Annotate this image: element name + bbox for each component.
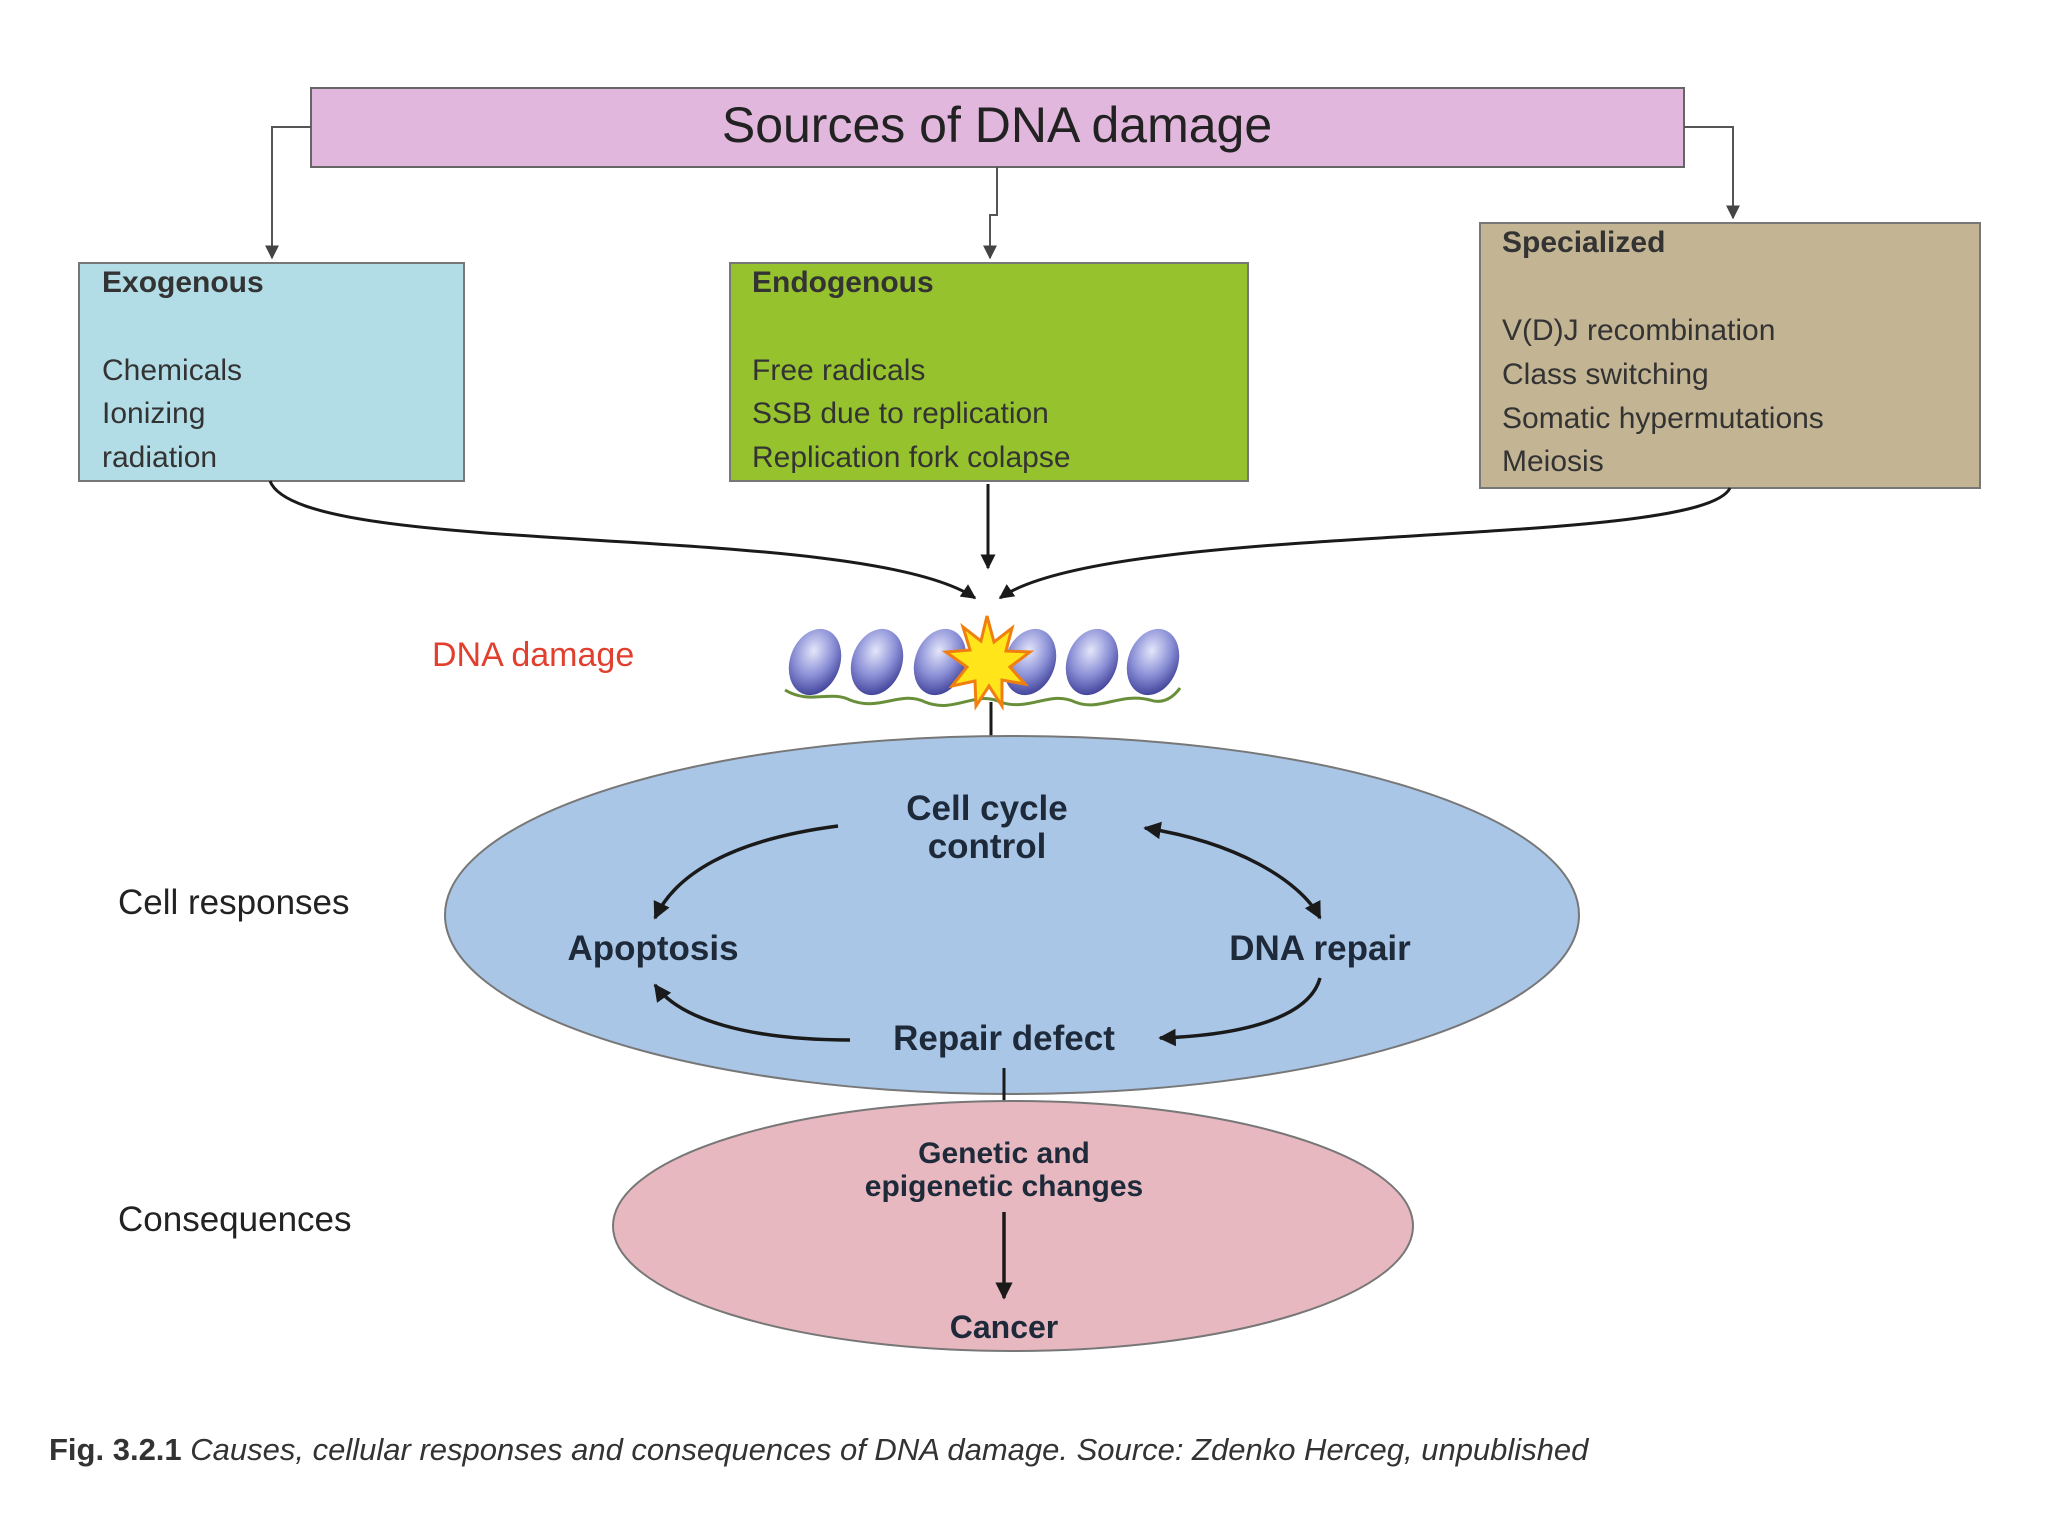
source-box-exogenous: Exogenous Chemicals Ionizing radiation [78, 262, 465, 482]
title-text: Sources of DNA damage [722, 97, 1272, 153]
specialized-line-4: Meiosis [1502, 445, 1604, 478]
title-box [310, 87, 1685, 168]
figure-caption-text: Causes, cellular responses and consequen… [190, 1432, 1589, 1467]
specialized-line-3: Somatic hypermutations [1502, 402, 1824, 435]
specialized-heading: Specialized [1502, 226, 1665, 259]
endogenous-line-3: Replication fork colapse [752, 441, 1071, 474]
figure-caption: Fig. 3.2.1 Causes, cellular responses an… [49, 1432, 1588, 1468]
cell-cycle-control-line-1: Cell cycle [906, 789, 1068, 828]
title-connectors [265, 126, 1740, 260]
damage-burst-icon [941, 615, 1035, 712]
endogenous-line-1: Free radicals [752, 354, 925, 387]
cancer-label: Cancer [950, 1309, 1059, 1345]
changes-line-1: Genetic and [918, 1137, 1090, 1170]
converging-arrows [268, 480, 1732, 600]
cycle-arrows [653, 821, 1322, 1047]
consequences-label: Consequences [118, 1200, 352, 1239]
endogenous-heading: Endogenous [752, 266, 934, 299]
nucleosome-chain-icon [784, 615, 1182, 712]
specialized-line-1: V(D)J recombination [1502, 314, 1775, 347]
exogenous-line-3: radiation [102, 441, 217, 474]
figure-number: Fig. 3.2.1 [49, 1432, 182, 1467]
exogenous-heading: Exogenous [102, 266, 264, 299]
specialized-line-2: Class switching [1502, 358, 1709, 391]
cell-cycle-control-line-2: control [928, 827, 1047, 866]
apoptosis-label: Apoptosis [567, 929, 738, 968]
exogenous-line-1: Chemicals [102, 354, 242, 387]
dna-damage-label: DNA damage [432, 636, 634, 674]
cell-responses-label: Cell responses [118, 883, 350, 922]
endogenous-line-2: SSB due to replication [752, 397, 1049, 430]
consequences-ellipse [612, 1100, 1414, 1352]
exogenous-line-2: Ionizing [102, 397, 205, 430]
dna-repair-label: DNA repair [1229, 929, 1411, 968]
source-box-endogenous: Endogenous Free radicals SSB due to repl… [729, 262, 1249, 482]
changes-line-2: epigenetic changes [865, 1170, 1143, 1203]
repair-defect-label: Repair defect [893, 1019, 1115, 1058]
source-box-specialized: Specialized V(D)J recombination Class sw… [1479, 222, 1981, 489]
